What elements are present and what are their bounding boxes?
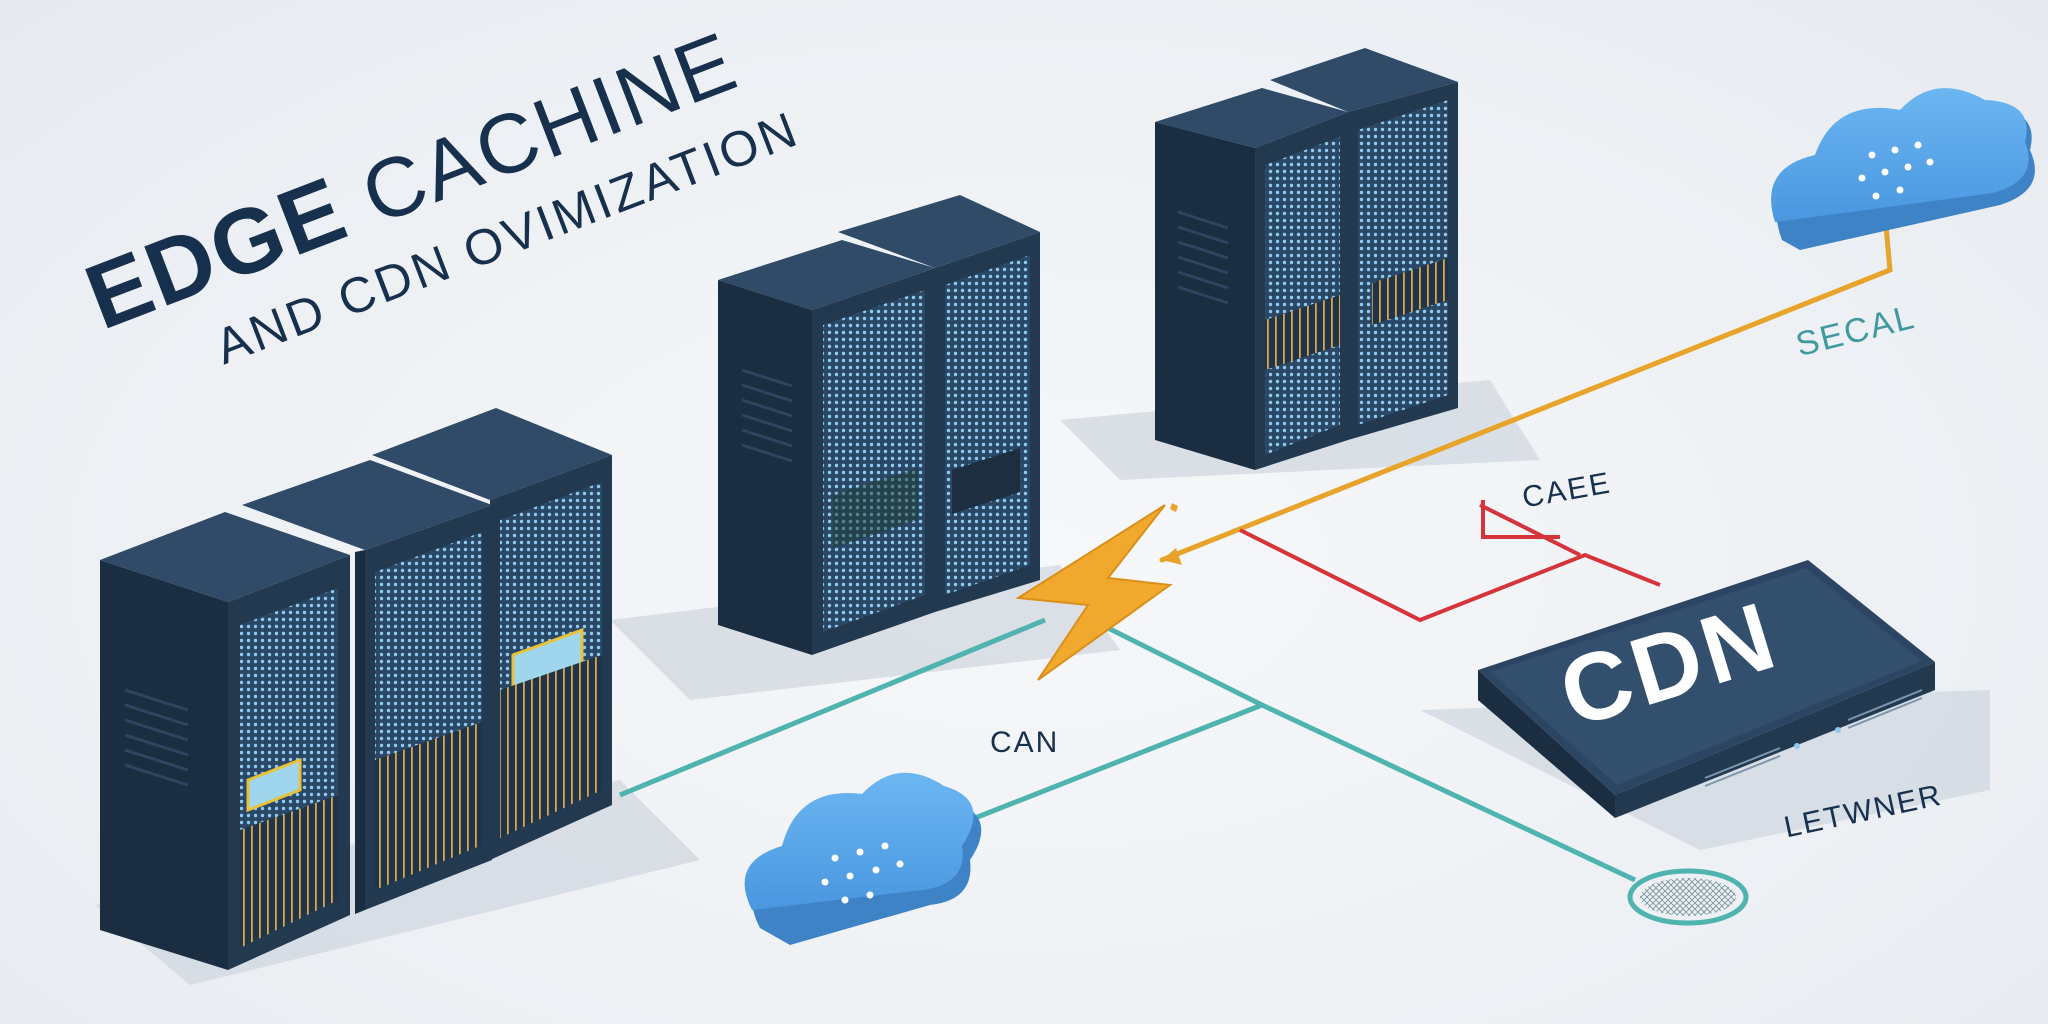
cloud-icon — [1771, 88, 2035, 250]
lightning-icon — [1015, 503, 1182, 681]
server-rack-icon — [1155, 48, 1458, 470]
server-rack-icon — [100, 408, 612, 970]
server-rack-icon — [718, 195, 1040, 655]
red-link — [1239, 500, 1661, 623]
label-can: CAN — [990, 726, 1060, 759]
orange-link — [1159, 212, 1893, 563]
globe-node-icon — [1627, 868, 1749, 926]
cloud-icon — [744, 772, 982, 945]
teal-links — [619, 617, 1637, 883]
cdn-appliance-icon — [1478, 560, 1935, 818]
